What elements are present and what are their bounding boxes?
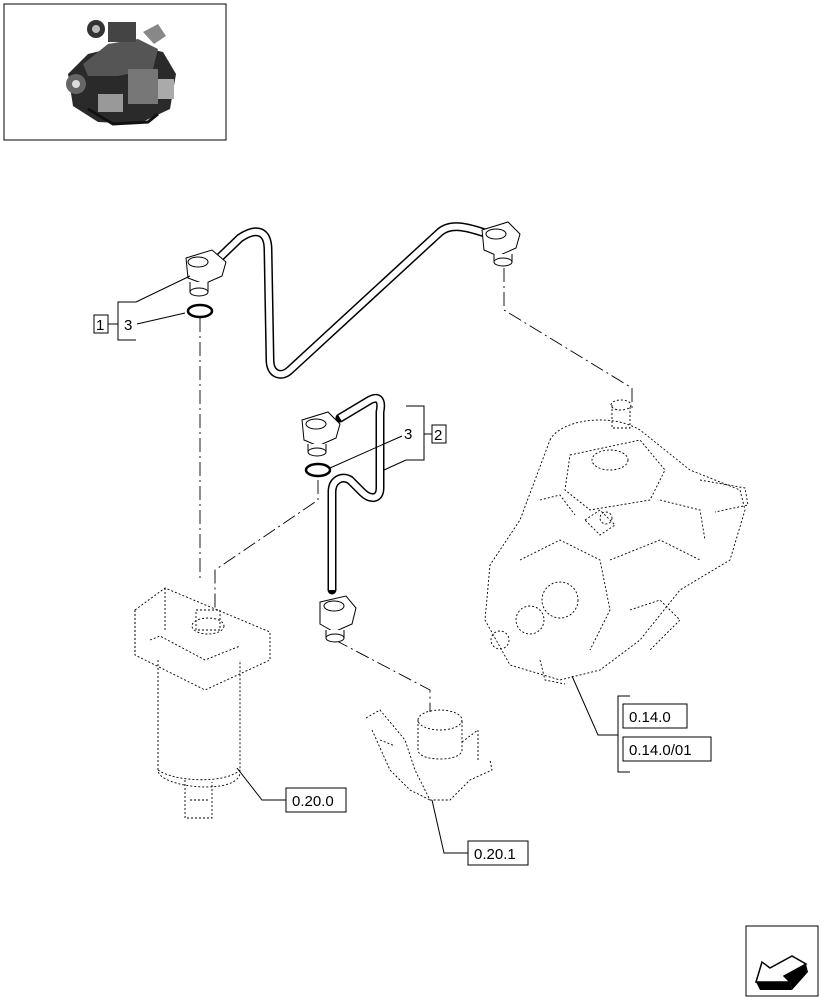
banjo-fitting-lower-top[interactable]: [301, 411, 341, 457]
injection-pump[interactable]: [484, 399, 749, 685]
ref-lift-pump[interactable]: 0.20.1: [474, 846, 516, 863]
lift-pump[interactable]: [365, 709, 493, 801]
banjo-fitting-upper-left[interactable]: [185, 249, 227, 297]
callout-1-number: 1: [96, 317, 104, 334]
banjo-fitting-upper-right[interactable]: [481, 221, 521, 267]
ref-filter[interactable]: 0.20.0: [292, 793, 334, 810]
fuel-pipe-lower[interactable]: [327, 393, 386, 595]
callout-bracket-2: 2 3: [329, 405, 447, 471]
fuel-pipe-upper[interactable]: [210, 222, 493, 379]
engine-thumbnail-icon[interactable]: [3, 3, 227, 141]
callout-ref-lift-pump: 0.20.1: [431, 799, 529, 866]
ref-pump-b[interactable]: 0.14.0/01: [629, 742, 692, 759]
callout-ref-injection-pump: 0.14.0 0.14.0/01: [571, 675, 712, 773]
ref-pump-a[interactable]: 0.14.0: [629, 709, 671, 726]
banjo-fitting-lower-bottom[interactable]: [319, 595, 357, 643]
previous-page-arrow-icon[interactable]: [745, 925, 819, 997]
o-ring-lower[interactable]: [304, 462, 332, 478]
callout-2-item: 3: [404, 426, 412, 443]
o-ring-upper[interactable]: [186, 303, 214, 319]
callout-bracket-1: 1 3: [93, 275, 191, 341]
callout-ref-filter: 0.20.0: [236, 767, 347, 813]
fuel-filter[interactable]: [134, 587, 271, 819]
assembly-centerlines: [199, 268, 633, 712]
callout-2-number: 2: [434, 427, 442, 444]
callout-1-item: 3: [124, 317, 132, 334]
